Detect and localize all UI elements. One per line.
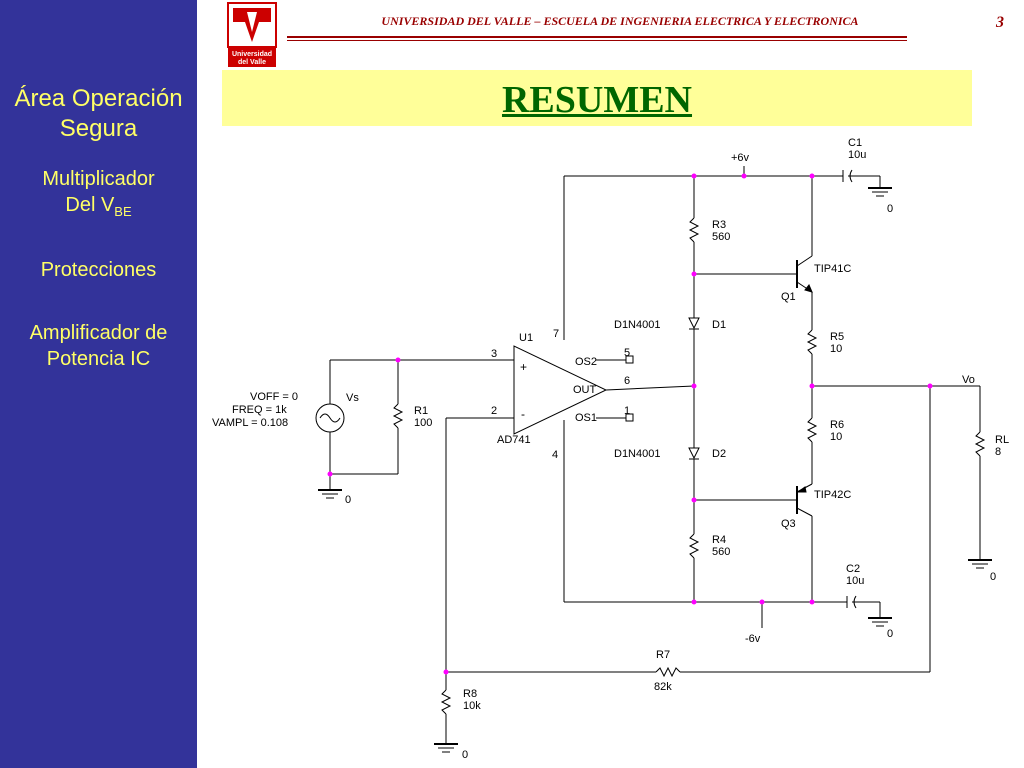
d2-name: D2: [712, 448, 726, 460]
sidebar-title-line2: Segura: [59, 115, 138, 142]
r4-value: 560: [712, 546, 730, 558]
r1-name: R1: [414, 405, 428, 417]
page-title: RESUMEN: [501, 79, 693, 121]
sidebar-item-label: Amplificador de: [29, 322, 168, 344]
r7-value: 82k: [654, 681, 672, 693]
c2-value: 10u: [846, 575, 864, 587]
u1-name: U1: [519, 332, 533, 344]
vminus-label: -6v: [745, 633, 761, 645]
pin2-label: 2: [491, 405, 497, 417]
sidebar-title-line1: Área Operación: [14, 85, 183, 112]
svg-text:-: -: [521, 407, 525, 421]
svg-text:Universidad: Universidad: [232, 51, 272, 58]
q1-model: TIP41C: [814, 263, 851, 275]
vo-label: Vo: [962, 374, 975, 386]
header-divider-thin: [287, 40, 907, 41]
gnd-label: 0: [887, 628, 893, 640]
slide-number: 3: [996, 14, 1004, 31]
pin6-label: 6: [624, 375, 630, 387]
gnd-label: 0: [887, 203, 893, 215]
sidebar-item-amplificador[interactable]: Amplificador de Potencia IC: [0, 320, 197, 372]
vs-name: Vs: [346, 392, 359, 404]
sidebar-item-label: Del VBE: [65, 194, 132, 219]
d1-model: D1N4001: [614, 319, 660, 331]
header-divider: [287, 36, 907, 38]
c2-name: C2: [846, 563, 860, 575]
u1-out-label: OUT: [573, 384, 597, 396]
q3-name: Q3: [781, 518, 796, 530]
q1-name: Q1: [781, 291, 796, 303]
vs-freq: FREQ = 1k: [232, 404, 287, 416]
u1-os1-label: OS1: [575, 412, 597, 424]
q3-model: TIP42C: [814, 489, 851, 501]
r5-name: R5: [830, 331, 844, 343]
pin1-label: 1: [624, 405, 630, 417]
pin3-label: 3: [491, 348, 497, 360]
rl-value: 8: [995, 446, 1001, 458]
sidebar-item-multiplicador[interactable]: Multiplicador Del VBE: [0, 166, 197, 225]
vs-voff: VOFF = 0: [250, 391, 298, 403]
r8-name: R8: [463, 688, 477, 700]
r1-value: 100: [414, 417, 432, 429]
vplus-label: +6v: [731, 152, 750, 164]
sidebar-item-protecciones[interactable]: Protecciones: [0, 257, 197, 283]
svg-text:+: +: [520, 360, 527, 374]
pin4-label: 4: [552, 449, 558, 461]
r6-value: 10: [830, 431, 842, 443]
r6-name: R6: [830, 419, 844, 431]
r3-value: 560: [712, 231, 730, 243]
r5-value: 10: [830, 343, 842, 355]
sidebar: Área Operación Segura Multiplicador Del …: [0, 0, 197, 768]
sidebar-item-label: Potencia IC: [46, 348, 151, 370]
sidebar-item-label: Multiplicador: [42, 168, 155, 190]
circuit-schematic: +6v C1 10u 0 R3 560 TIP41C Q1 D1N4001 D1…: [212, 137, 1009, 761]
r8-value: 10k: [463, 700, 481, 712]
r3-name: R3: [712, 219, 726, 231]
university-logo: Universidad del Valle: [227, 2, 277, 67]
sidebar-title: Área Operación Segura: [0, 84, 197, 144]
header-university: UNIVERSIDAD DEL VALLE – ESCUELA DE INGEN…: [381, 14, 859, 28]
u1-model: AD741: [497, 434, 531, 446]
vs-vampl: VAMPL = 0.108: [212, 417, 288, 429]
r7-name: R7: [656, 649, 670, 661]
title-box: RESUMEN: [222, 70, 972, 126]
pin5-label: 5: [624, 347, 630, 359]
c1-name: C1: [848, 137, 862, 149]
c1-value: 10u: [848, 149, 866, 161]
gnd-label: 0: [462, 749, 468, 761]
r4-name: R4: [712, 534, 726, 546]
gnd-label: 0: [990, 571, 996, 583]
u1-os2-label: OS2: [575, 356, 597, 368]
pin7-label: 7: [553, 328, 559, 340]
svg-text:del Valle: del Valle: [238, 59, 266, 66]
d2-model: D1N4001: [614, 448, 660, 460]
rl-name: RL: [995, 434, 1009, 446]
gnd-label: 0: [345, 494, 351, 506]
d1-name: D1: [712, 319, 726, 331]
sidebar-item-label: Protecciones: [40, 259, 157, 281]
